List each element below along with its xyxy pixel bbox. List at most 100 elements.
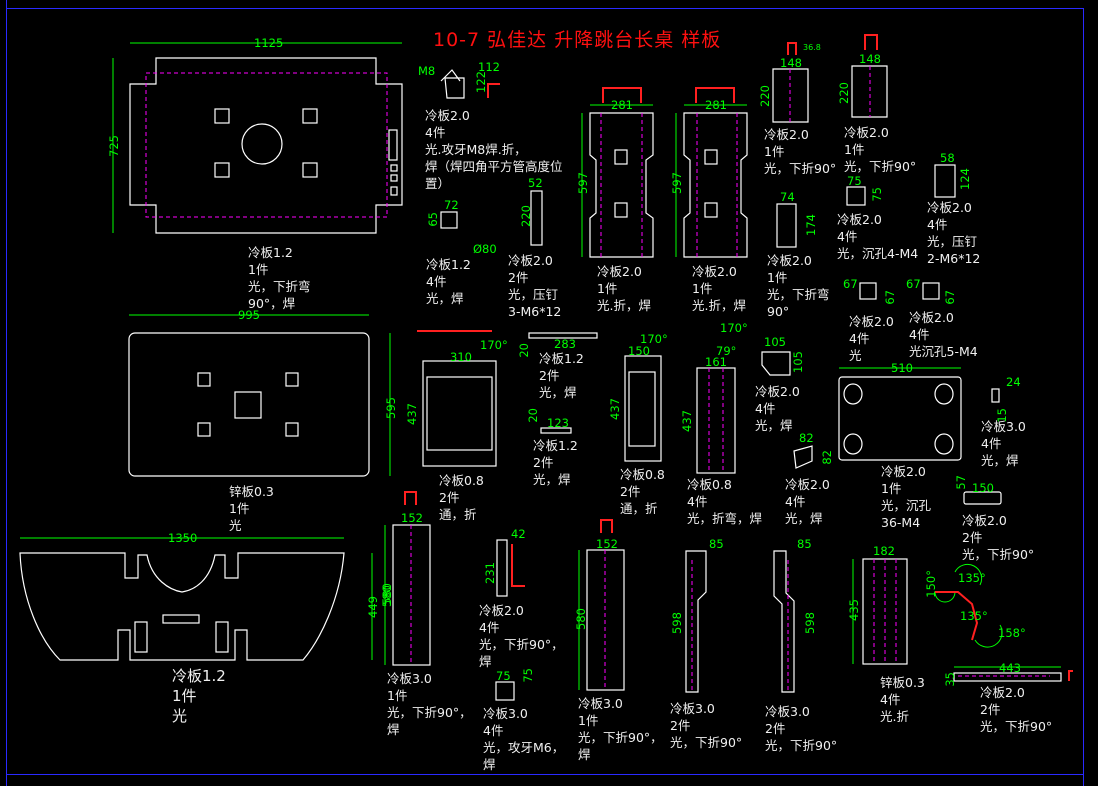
part-outline-p15: [422, 360, 497, 467]
dim-p14-width: 995: [238, 308, 260, 322]
dim-p27-height: 231: [483, 562, 497, 584]
part-outline-p18: [624, 355, 662, 462]
dim-p12-height: 67: [883, 290, 897, 305]
drawing-title: 10-7 弘佳达 升降跳台长桌 样板: [433, 29, 722, 51]
dim-p28-height: 75: [521, 668, 535, 683]
dim-p33-angle-c: 135°: [960, 609, 988, 623]
dim-p17-width: 123: [547, 416, 569, 430]
dim-p27-width: 42: [511, 527, 526, 541]
part-outline-p1: [129, 57, 403, 234]
part-outline-p16: [528, 332, 598, 339]
bend-profile-icon-p6: [695, 87, 735, 103]
part-outline-p27: [496, 539, 508, 597]
dim-p30-height: 598: [670, 612, 684, 634]
part-outline-p6: [683, 112, 748, 258]
dim-p8-height: 220: [837, 82, 851, 104]
bend-profile-icon-p27: [511, 544, 525, 587]
label-p2-thread: M8: [418, 64, 436, 78]
dim-p15-height: 437: [405, 403, 419, 425]
dim-p13-width: 67: [906, 277, 921, 291]
dim-p9-width: 58: [940, 151, 955, 165]
dim-p1-height: 725: [107, 135, 121, 157]
part-outline-p21: [793, 445, 813, 469]
bend-line-p1: [145, 72, 388, 218]
dim-p19-angle-a: 170°: [720, 321, 748, 335]
part-outline-p4: [530, 190, 543, 246]
part-outline-p9: [934, 164, 956, 198]
dim-p17-height: 20: [526, 408, 540, 423]
part-outline-p14: [128, 332, 370, 477]
dim-p14-height: 595: [384, 397, 398, 419]
part-outline-p22: [838, 376, 962, 461]
dim-p3-width: 72: [444, 198, 459, 212]
bend-profile-icon-p33: [935, 591, 979, 641]
drawing-border-bottom: [6, 774, 1084, 775]
dim-p31-height: 598: [803, 612, 817, 634]
bend-profile-icon-p26: [404, 491, 417, 505]
dim-p3-diameter: Ø80: [473, 242, 497, 256]
dim-p4-height: 220: [519, 205, 533, 227]
dim-p10-height: 174: [804, 214, 818, 236]
dim-p20-height: 105: [791, 351, 805, 373]
dim-p15-angle: 170°: [480, 338, 508, 352]
dim-p2-height: 122: [474, 71, 488, 93]
dim-p25-height-a: 449: [366, 596, 380, 618]
dim-p33-angle-d: 158°: [998, 626, 1026, 640]
part-outline-p20: [761, 351, 791, 376]
part-outline-p30: [685, 550, 707, 693]
dim-p10-width: 74: [780, 190, 795, 204]
angle-arc-p33: [934, 563, 1003, 648]
dim-p7-small: 36.8: [803, 43, 821, 52]
dim-p3-height: 65: [426, 212, 440, 227]
dim-p5-height: 597: [576, 172, 590, 194]
dim-p29-width: 152: [596, 537, 618, 551]
part-outline-p34: [953, 672, 1062, 682]
part-outline-p5: [589, 112, 654, 258]
part-outline-p8: [851, 65, 888, 118]
part-outline-p11: [846, 186, 866, 206]
dim-p24-width: 150: [972, 481, 994, 495]
dim-p15-width: 310: [450, 350, 472, 364]
dim-p24-height: 57: [954, 475, 968, 490]
part-outline-p31: [773, 550, 795, 693]
dim-p4-width: 52: [528, 176, 543, 190]
dim-p22-width: 510: [891, 361, 913, 375]
bend-profile-icon-p34: [1068, 670, 1073, 681]
drawing-border-right: [1083, 8, 1084, 786]
dim-p18-angle: 170°: [640, 332, 668, 346]
part-outline-p23: [991, 388, 1000, 403]
bend-profile-icon-p7: [787, 42, 797, 55]
dim-p11-height: 75: [870, 187, 884, 202]
dim-p34-height: 35: [943, 672, 957, 687]
dim-p8-width: 148: [859, 52, 881, 66]
bend-profile-icon-p29: [600, 519, 613, 533]
dim-p20-width: 105: [764, 335, 786, 349]
dim-p1-width: 1125: [254, 36, 284, 50]
dim-p13-height: 67: [943, 290, 957, 305]
part-outline-p24: [963, 491, 1002, 505]
drawing-border-left: [6, 0, 7, 786]
part-outline-p17: [540, 427, 572, 434]
